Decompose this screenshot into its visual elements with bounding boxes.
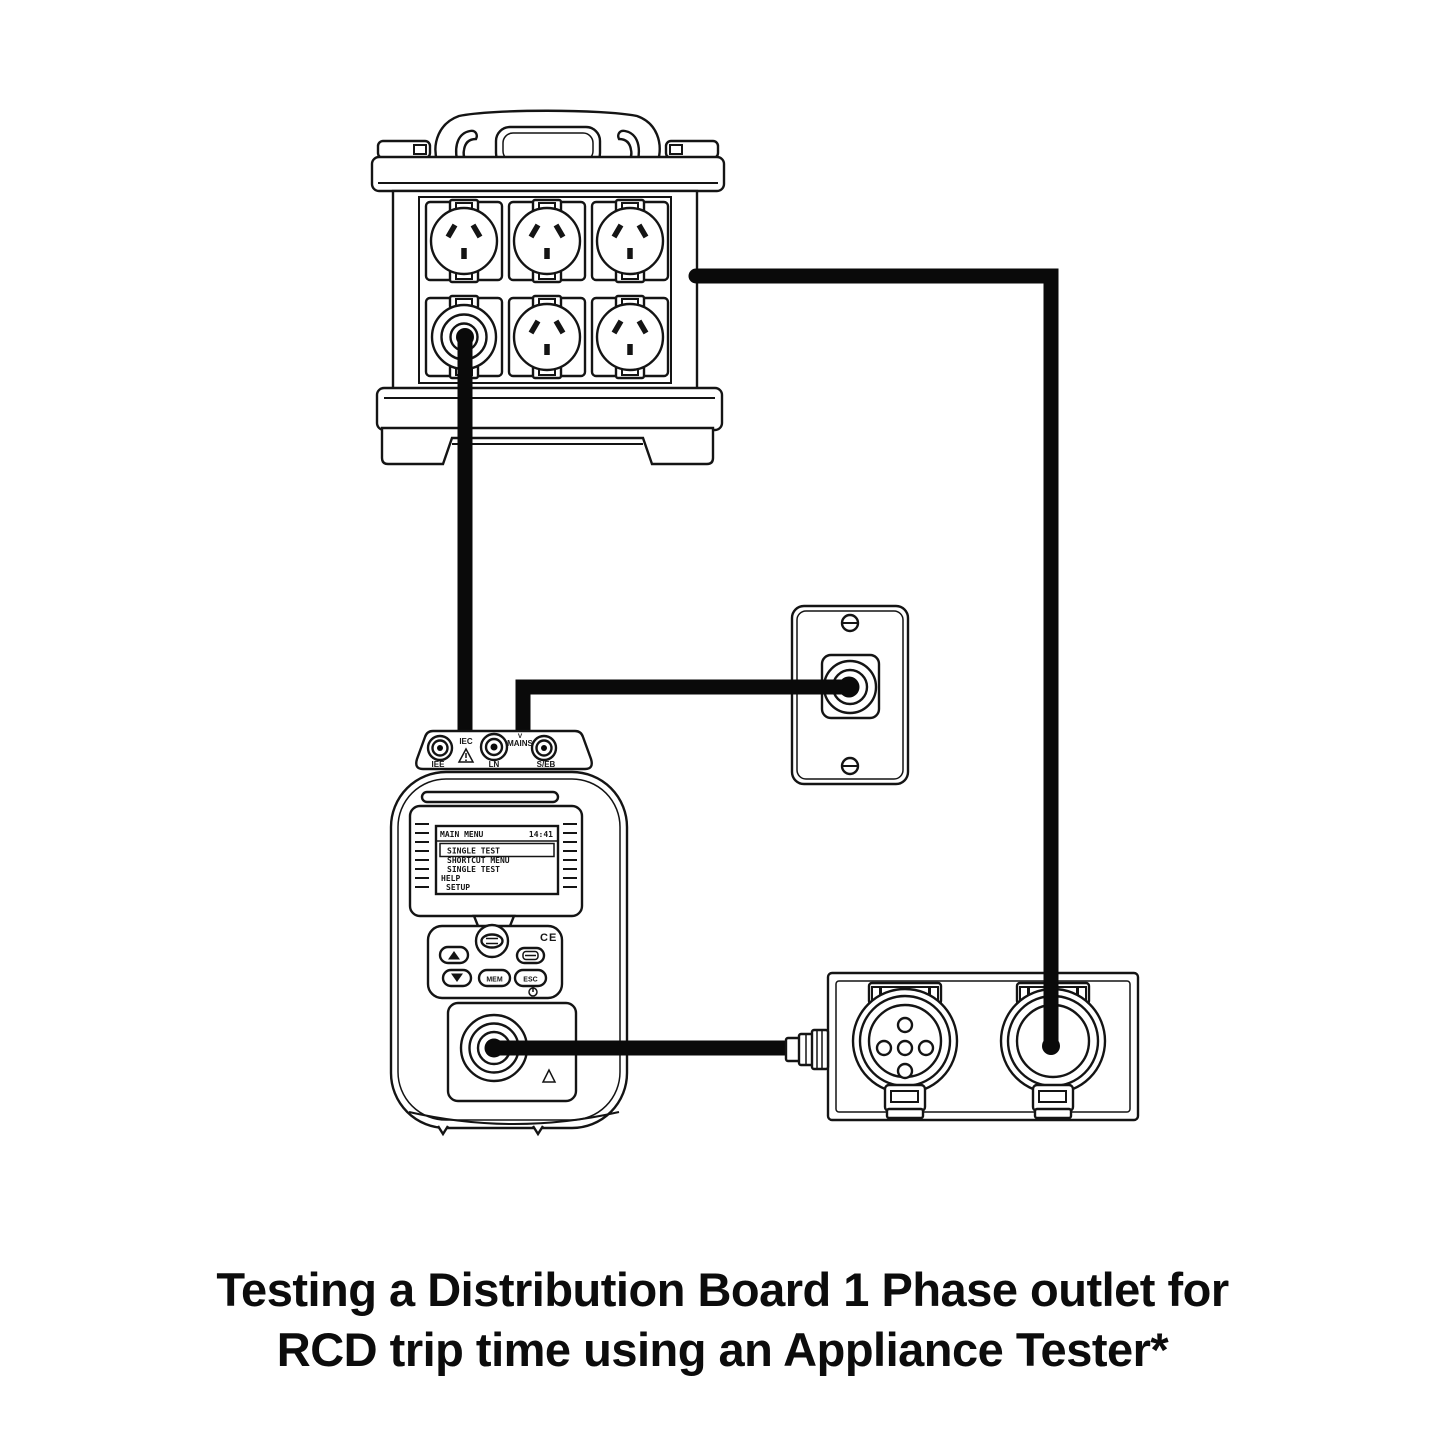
- menu-item: SINGLE TEST: [447, 865, 500, 874]
- warning-triangle-icon: [457, 747, 475, 763]
- ce-mark: CE: [540, 932, 557, 944]
- three-phase-pin-holes: [875, 1016, 935, 1080]
- power-icon: [528, 987, 538, 997]
- distribution-board: [370, 109, 726, 466]
- seb-label: S/EB: [537, 760, 556, 769]
- esc-button: ESC: [513, 968, 548, 988]
- menu-item: SETUP: [446, 883, 470, 892]
- power-outlet: [509, 200, 585, 282]
- voltage-label: V: [518, 733, 523, 740]
- bezel-ridges: [415, 823, 577, 888]
- foot-left: [436, 1125, 450, 1137]
- svg-text:MEM: MEM: [486, 977, 503, 984]
- dual-outlet-panel: [826, 971, 1140, 1122]
- cable-wallplate-to-tester-mains: [515, 679, 857, 745]
- caption: Testing a Distribution Board 1 Phase out…: [0, 1260, 1445, 1380]
- mem-button: MEM: [477, 968, 512, 988]
- tester-top-panel: IEC V MAINS IEE LN S/EB: [415, 729, 593, 771]
- appliance-tester: MAIN MENU 14:41 SINGLE TEST SHORTCUT MEN…: [389, 770, 629, 1137]
- caption-line-2: RCD trip time using an Appliance Tester*: [276, 1323, 1169, 1376]
- screen-header: [435, 825, 559, 842]
- screen-title: MAIN MENU: [440, 830, 484, 839]
- screw-icon: [840, 756, 860, 776]
- keypad: MEM ESC: [426, 923, 564, 1000]
- up-button: [438, 945, 470, 965]
- board-top-plate: [370, 155, 726, 193]
- iec-label: IEC: [459, 737, 473, 746]
- screw-icon: [840, 613, 860, 633]
- top-tab-left: [376, 139, 432, 160]
- power-outlet: [426, 200, 502, 282]
- body-bottom-line: [408, 1111, 620, 1125]
- handle-hook-left: [455, 129, 478, 162]
- menu-item: SHORTCUT MENU: [447, 856, 510, 865]
- menu-item: HELP: [441, 874, 460, 883]
- triangle-mark-icon: [541, 1068, 557, 1083]
- mains-label: MAINS: [507, 739, 533, 748]
- test-button: [474, 923, 510, 959]
- lcd-screen: MAIN MENU 14:41 SINGLE TEST SHORTCUT MEN…: [434, 824, 560, 896]
- ln-connector: [479, 732, 509, 762]
- svg-text:ESC: ESC: [523, 977, 537, 984]
- down-arrow-icon: [451, 973, 463, 982]
- cable-board-to-panel-outlet: [688, 268, 1059, 1054]
- menu-item: SINGLE TEST: [447, 847, 500, 856]
- seb-connector: [530, 734, 558, 762]
- power-outlet: [592, 296, 668, 378]
- backlight-icon: [522, 950, 539, 961]
- top-tab-right: [664, 139, 720, 160]
- board-base: [375, 386, 724, 466]
- foot-right: [531, 1125, 545, 1137]
- speaker-slot: [420, 790, 560, 804]
- iec-connector: [426, 734, 454, 762]
- selected-row-box: [439, 842, 555, 858]
- up-arrow-icon: [448, 951, 460, 960]
- cable-gland: [784, 1028, 830, 1071]
- screen-time: 14:41: [529, 830, 553, 839]
- down-button: [441, 968, 473, 988]
- handle-hook-right: [617, 129, 640, 162]
- ln-label: LN: [489, 760, 500, 769]
- iee-label: IEE: [432, 760, 446, 769]
- power-outlet: [509, 296, 585, 378]
- backlight-button: [515, 946, 546, 965]
- power-outlet: [592, 200, 668, 282]
- caption-line-1: Testing a Distribution Board 1 Phase out…: [216, 1263, 1229, 1316]
